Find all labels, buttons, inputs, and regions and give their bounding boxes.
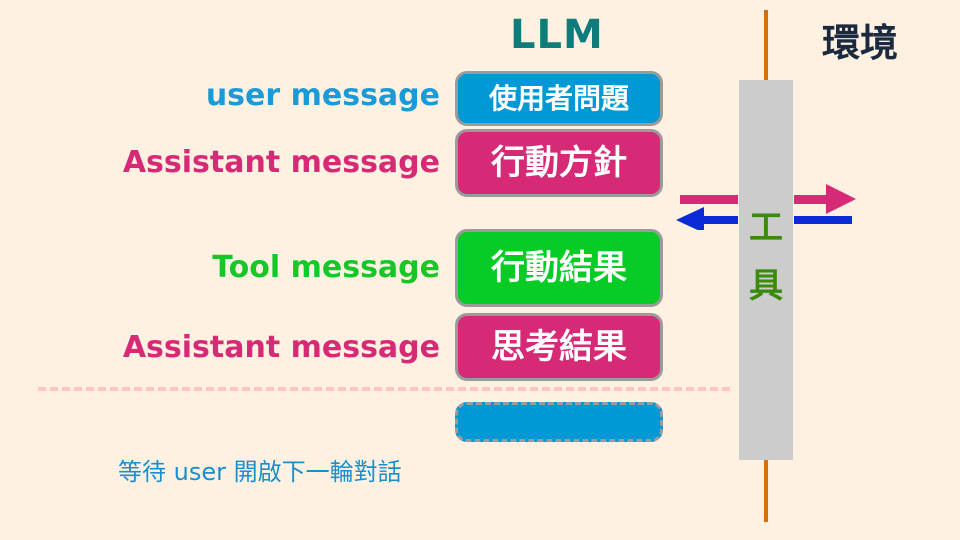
turn-divider — [38, 387, 730, 391]
tool-arrows — [676, 184, 856, 230]
row-label-assistant-message: Assistant message — [122, 145, 440, 180]
tool-bar — [739, 80, 793, 460]
tool-label-top: 工 — [749, 208, 783, 248]
pending-user-message-box — [455, 402, 663, 442]
row-label-assistant-message-2: Assistant message — [122, 330, 440, 365]
message-box-user-question: 使用者問題 — [455, 71, 663, 126]
divider-line-top — [764, 10, 768, 80]
row-label-tool-message: Tool message — [212, 250, 440, 285]
tool-label-bottom: 具 — [749, 266, 783, 306]
arrow-right-icon — [680, 184, 856, 214]
message-box-action-plan: 行動方針 — [455, 129, 663, 197]
llm-header: LLM — [510, 12, 604, 58]
message-box-thinking-result: 思考結果 — [455, 313, 663, 381]
row-label-user-message: user message — [205, 78, 440, 113]
message-box-action-result: 行動結果 — [455, 229, 663, 307]
arrow-left-icon — [676, 207, 852, 230]
waiting-caption: 等待 user 開啟下一輪對話 — [118, 458, 402, 486]
environment-header: 環境 — [822, 21, 899, 65]
divider-line-bottom — [764, 460, 768, 522]
